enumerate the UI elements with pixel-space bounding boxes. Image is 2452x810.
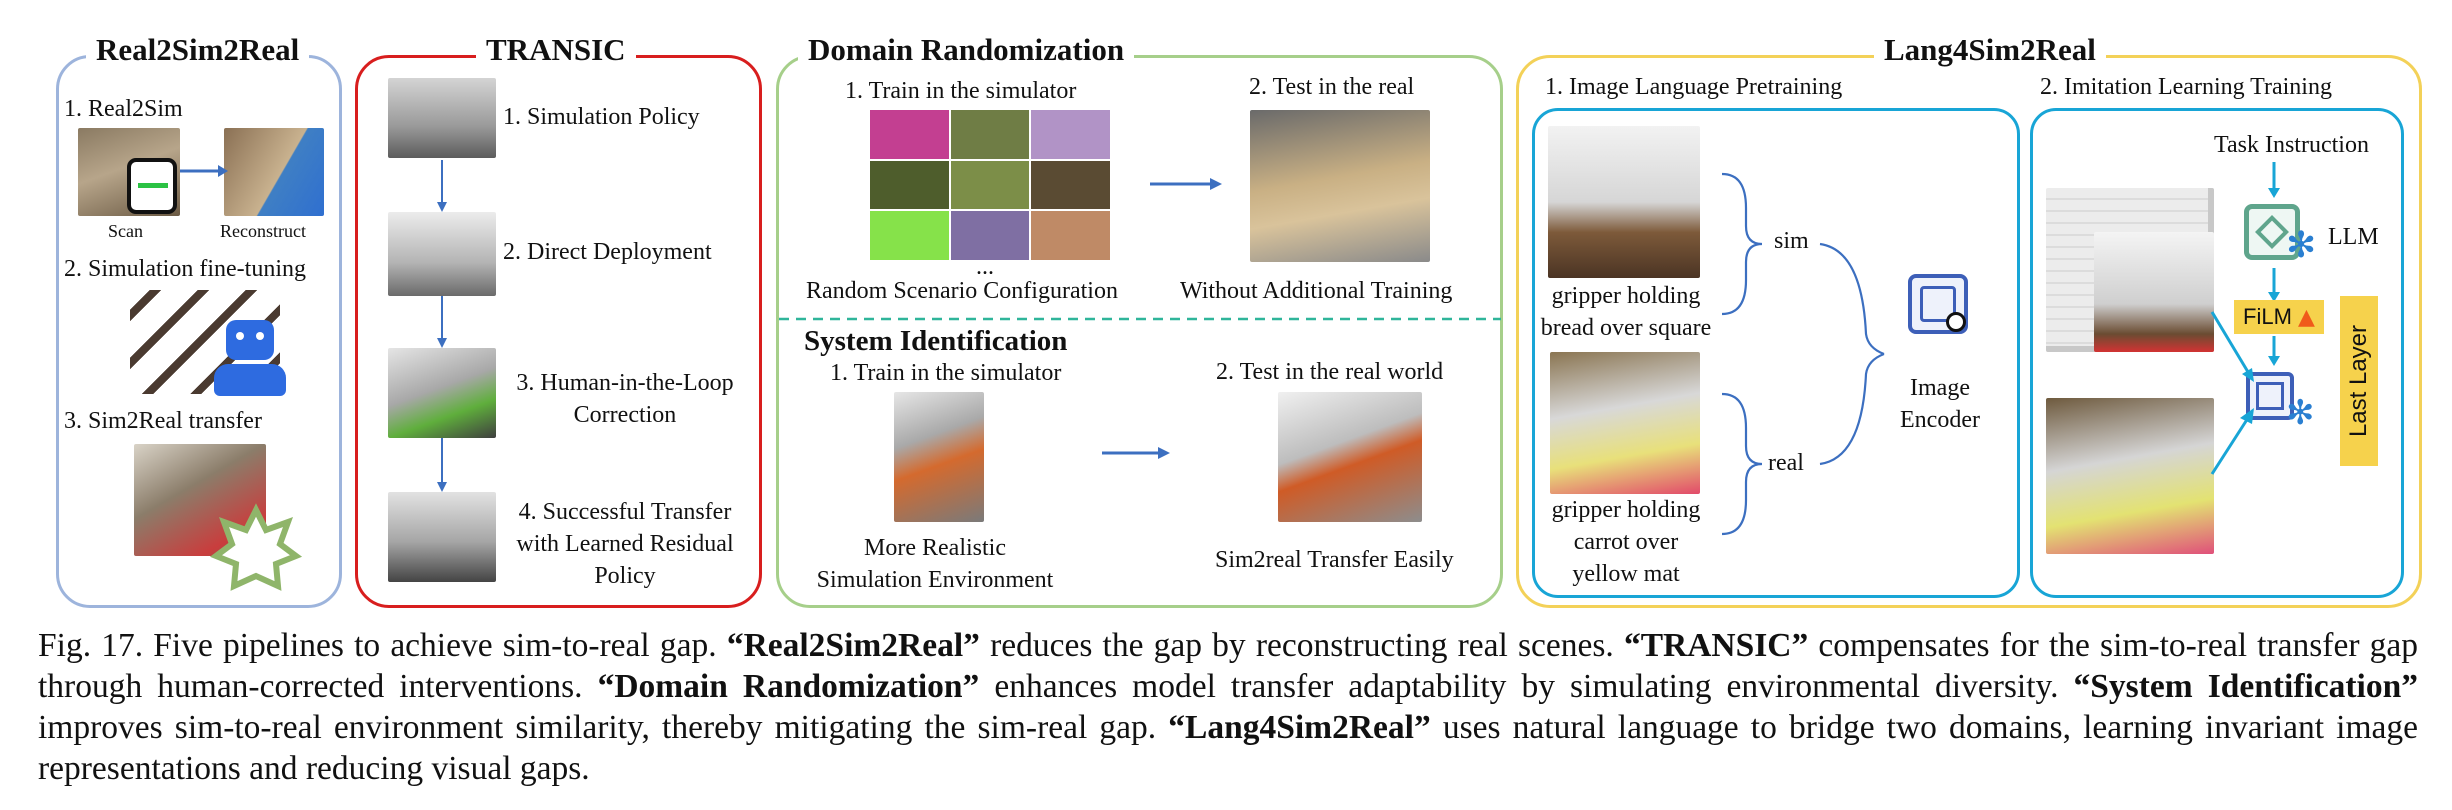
real2sim2real-title: Real2Sim2Real bbox=[86, 32, 310, 68]
successful-transfer-image bbox=[388, 492, 496, 582]
robot-icon bbox=[214, 320, 286, 398]
pretraining-box bbox=[1532, 108, 2020, 598]
pretraining-braces bbox=[1721, 172, 1885, 536]
system-identification-title: System Identification bbox=[804, 325, 1068, 357]
transic-step3-label: 3. Human-in-the-Loop Correction bbox=[516, 370, 734, 428]
si-arrow bbox=[1102, 447, 1170, 459]
transfer-badge-icon bbox=[209, 503, 303, 591]
dr-arrow bbox=[1150, 178, 1222, 190]
film-to-encoder-arrow bbox=[2268, 336, 2280, 366]
image-encoder-label: Image Encoder bbox=[1900, 375, 1980, 433]
film-block: FiLM ▲ bbox=[2234, 300, 2324, 334]
sim-finetune-step-label: 2. Simulation fine-tuning bbox=[64, 256, 306, 282]
task-instruction-label: Task Instruction bbox=[2214, 132, 2369, 158]
si-train-label: 1. Train in the simulator bbox=[830, 360, 1062, 386]
random-scenario-grid bbox=[870, 110, 1110, 260]
llm-icon bbox=[2240, 200, 2306, 266]
policy-encoder-icon bbox=[2242, 368, 2302, 428]
real-gripper-caption: gripper holding carrot over yellow mat bbox=[1551, 497, 1701, 587]
transic-step2-label: 2. Direct Deployment bbox=[503, 239, 712, 265]
domain-randomization-panel bbox=[776, 55, 1503, 608]
section-divider bbox=[779, 317, 1501, 321]
figure-caption: Fig. 17. Five pipelines to achieve sim-t… bbox=[38, 627, 2419, 787]
reconstruct-label: Reconstruct bbox=[220, 221, 306, 241]
last-layer-block: Last Layer bbox=[2340, 296, 2378, 466]
real-world-robot-image bbox=[1278, 392, 1422, 522]
real2sim-step-label: 1. Real2Sim bbox=[64, 96, 183, 122]
sim-frame-front bbox=[2094, 232, 2214, 352]
si-test-label: 2. Test in the real world bbox=[1216, 359, 1444, 385]
random-scenario-caption: Random Scenario Configuration bbox=[806, 278, 1118, 304]
dr-ellipsis: ... bbox=[976, 254, 994, 280]
flame-icon: ▲ bbox=[2298, 305, 2315, 330]
real-test-photo bbox=[1250, 110, 1430, 262]
si-transfer-caption: Sim2real Transfer Easily bbox=[1215, 547, 1454, 573]
human-correction-image bbox=[388, 348, 496, 438]
llm-label: LLM bbox=[2328, 224, 2379, 250]
si-env-caption: More Realistic Simulation Environment bbox=[816, 535, 1054, 593]
sim-environment-image bbox=[894, 392, 984, 522]
scan-label: Scan bbox=[108, 221, 143, 241]
instruction-to-llm-arrow bbox=[2268, 162, 2280, 198]
frames-to-encoder-arrows bbox=[2210, 311, 2254, 475]
imitation-box bbox=[2030, 108, 2404, 598]
scan-to-reconstruct-arrow bbox=[180, 165, 228, 177]
lang4sim2real-title: Lang4Sim2Real bbox=[1874, 32, 2106, 68]
sim2real-transfer-step-label: 3. Sim2Real transfer bbox=[64, 408, 262, 434]
without-training-caption: Without Additional Training bbox=[1180, 278, 1453, 304]
dr-test-label: 2. Test in the real bbox=[1249, 74, 1415, 100]
sim-gripper-image bbox=[1548, 126, 1700, 278]
snowflake-icon-encoder: ✻ bbox=[2286, 393, 2315, 433]
transic-step4-label: 4. Successful Transfer with Learned Resi… bbox=[516, 499, 734, 589]
real-frames-stack bbox=[2046, 398, 2214, 554]
reconstruct-photo bbox=[224, 128, 324, 216]
llm-to-film-arrow bbox=[2268, 268, 2280, 302]
image-encoder-icon bbox=[1902, 268, 1974, 340]
transic-step1-label: 1. Simulation Policy bbox=[503, 104, 700, 130]
real-gripper-image bbox=[1550, 352, 1700, 494]
film-label: FiLM bbox=[2243, 304, 2292, 329]
pretraining-title: 1. Image Language Pretraining bbox=[1545, 74, 1843, 100]
simulation-policy-image bbox=[388, 78, 496, 158]
direct-deployment-image bbox=[388, 212, 496, 296]
snowflake-icon-llm: ✻ bbox=[2286, 225, 2317, 266]
real-label: real bbox=[1768, 450, 1804, 476]
scan-phone-icon bbox=[127, 158, 177, 214]
transic-title: TRANSIC bbox=[476, 32, 636, 68]
domain-randomization-title: Domain Randomization bbox=[798, 32, 1135, 68]
sim-label: sim bbox=[1774, 228, 1809, 254]
transic-flow-arrows bbox=[437, 160, 447, 492]
imitation-title: 2. Imitation Learning Training bbox=[2040, 74, 2332, 100]
last-layer-label: Last Layer bbox=[2345, 324, 2372, 438]
dr-train-label: 1. Train in the simulator bbox=[845, 78, 1077, 104]
sim-gripper-caption: gripper holding bread over square bbox=[1540, 283, 1712, 341]
